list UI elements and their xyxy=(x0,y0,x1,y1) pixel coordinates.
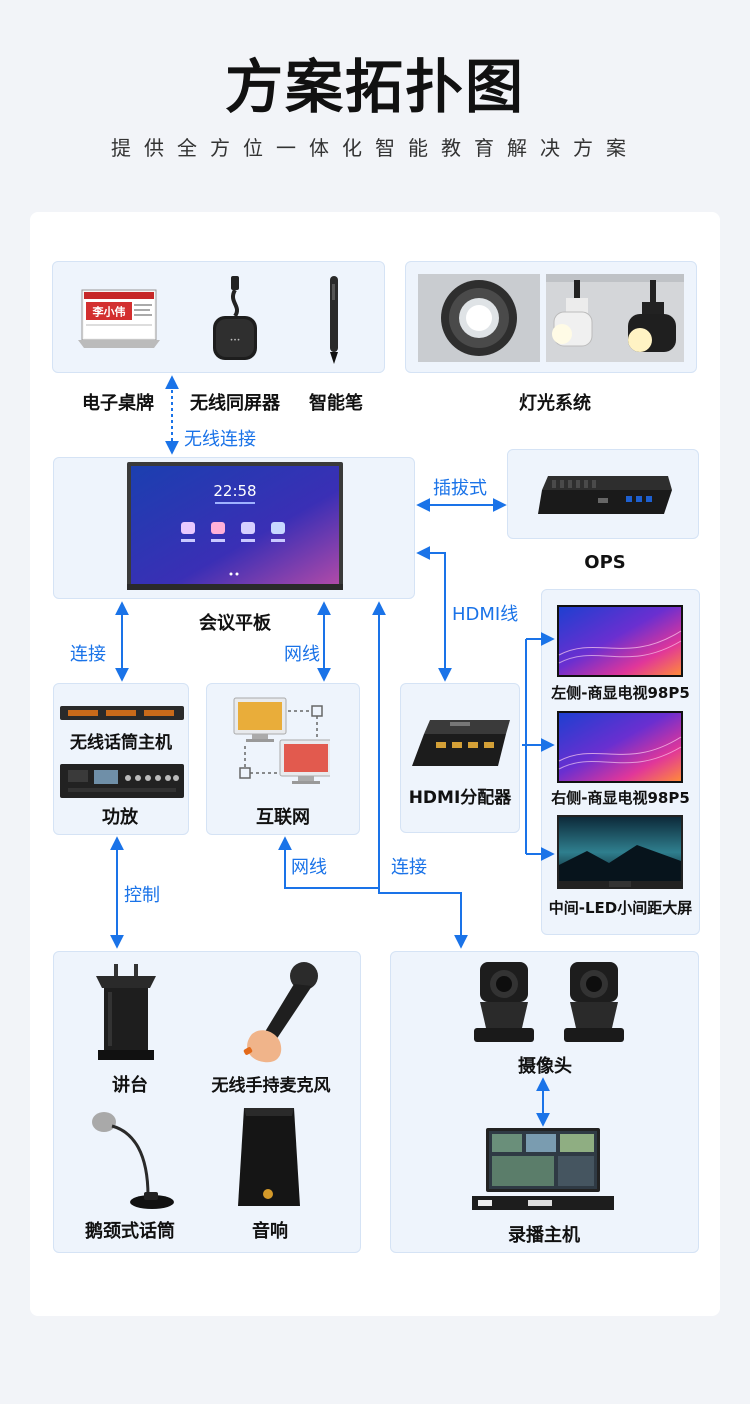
label-tv-left: 左侧-商显电视98P5 xyxy=(551,684,690,702)
label-tv-right: 右侧-商显电视98P5 xyxy=(551,789,690,807)
tv-right-device xyxy=(557,711,683,783)
label-lighting: 灯光系统 xyxy=(519,393,591,414)
conn-plugin: 插拔式 xyxy=(433,478,487,499)
internet-device xyxy=(233,697,330,784)
page-subtitle: 提供全方位一体化智能教育解决方案 xyxy=(111,136,639,160)
label-internet: 互联网 xyxy=(256,807,310,828)
label-gooseneck-mic: 鹅颈式话筒 xyxy=(85,1221,175,1242)
label-amplifier: 功放 xyxy=(102,807,138,828)
label-ops: OPS xyxy=(584,552,626,573)
ops-device xyxy=(538,476,672,514)
camera-device-left xyxy=(474,962,534,1042)
conn-connect-2: 连接 xyxy=(391,857,427,878)
conn-control: 控制 xyxy=(124,885,160,906)
conn-hdmi-cable: HDMI线 xyxy=(452,604,519,625)
label-pen: 智能笔 xyxy=(309,393,363,414)
screencast-device: ••• xyxy=(213,276,257,360)
smart-pen-device xyxy=(330,276,338,364)
panel-device: 22:58 xyxy=(127,462,343,590)
mic-host-device xyxy=(60,706,184,720)
track-light-photo xyxy=(546,274,684,362)
conn-wireless: 无线连接 xyxy=(184,429,256,450)
amplifier-device xyxy=(60,764,184,798)
label-led-center: 中间-LED小间距大屏 xyxy=(548,899,693,917)
label-camera: 摄像头 xyxy=(518,1056,572,1077)
gooseneck-mic-device xyxy=(92,1112,174,1209)
podium-device xyxy=(96,964,156,1060)
recorder-device xyxy=(472,1128,614,1210)
camera-device-right xyxy=(564,962,624,1042)
page-title: 方案拓扑图 xyxy=(224,53,525,121)
label-screencast: 无线同屏器 xyxy=(190,393,280,414)
led-center-device xyxy=(557,815,683,889)
label-podium: 讲台 xyxy=(112,1075,148,1096)
label-mic-host: 无线话筒主机 xyxy=(70,733,172,753)
svg-text:•••: ••• xyxy=(230,337,241,344)
nameplate-device: 李小伟 xyxy=(78,289,160,348)
nameplate-screen-text: 李小伟 xyxy=(92,305,126,319)
panel-screen-time: 22:58 xyxy=(213,482,256,500)
conn-network-2: 网线 xyxy=(291,857,327,878)
label-panel: 会议平板 xyxy=(199,613,271,634)
label-handheld-mic: 无线手持麦克风 xyxy=(211,1076,331,1096)
label-hdmi-splitter: HDMI分配器 xyxy=(408,788,512,808)
label-nameplate: 电子桌牌 xyxy=(82,393,154,414)
tv-left-device xyxy=(557,605,683,677)
label-speaker: 音响 xyxy=(252,1221,288,1242)
handheld-mic-device xyxy=(243,962,318,1063)
conn-connect-1: 连接 xyxy=(70,644,106,665)
label-recorder: 录播主机 xyxy=(508,1225,580,1246)
speaker-device xyxy=(238,1108,300,1206)
conn-network-1: 网线 xyxy=(284,644,320,665)
downlight-photo xyxy=(418,274,540,362)
